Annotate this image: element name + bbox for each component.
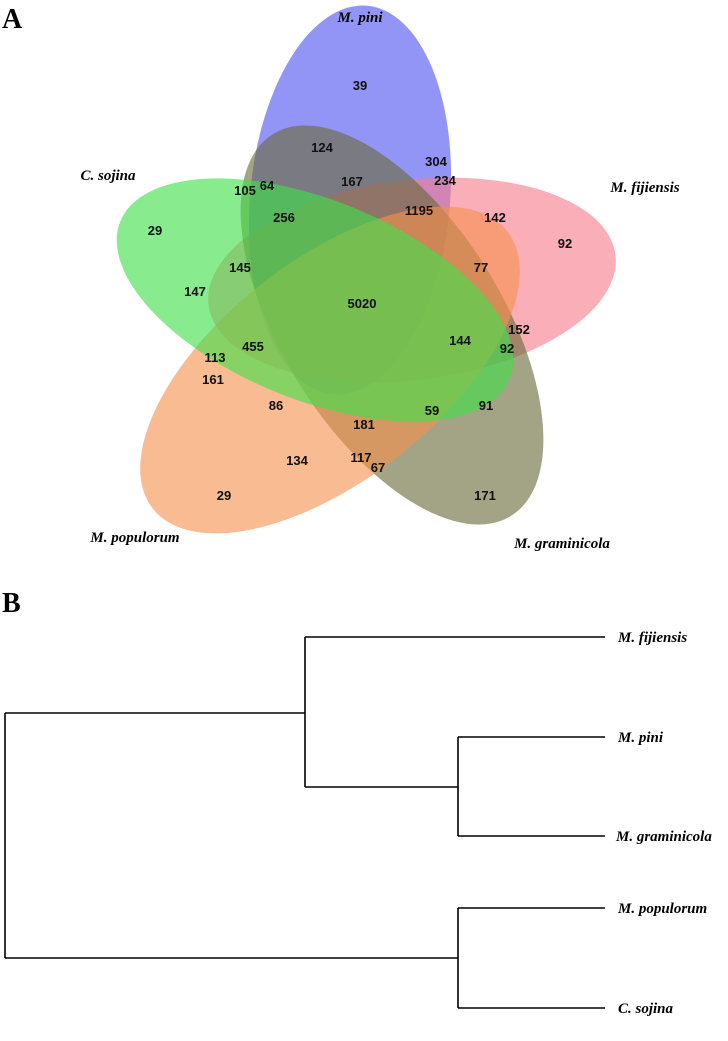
panel-a-label: A — [2, 4, 23, 35]
panel-b-label: B — [2, 588, 21, 619]
count-256: 256 — [273, 210, 295, 225]
ellipse-sojina — [116, 178, 514, 422]
count-134: 134 — [286, 453, 308, 468]
venn-label-populorum: M. populorum — [89, 530, 179, 546]
count-86: 86 — [269, 398, 283, 413]
leaf-fijiensis: M. fijiensis — [617, 630, 687, 646]
count-117: 117 — [351, 450, 372, 465]
count-pini-only: 39 — [353, 78, 367, 93]
count-graminicola-only: 171 — [474, 488, 496, 503]
count-455: 455 — [242, 339, 264, 354]
count-145: 145 — [229, 260, 251, 275]
count-59: 59 — [425, 403, 439, 418]
count-142: 142 — [484, 210, 506, 225]
venn-ellipses — [116, 5, 616, 534]
leaf-pini: M. pini — [617, 730, 664, 746]
count-167: 167 — [341, 174, 363, 189]
count-91: 91 — [479, 398, 493, 413]
count-64: 64 — [260, 178, 275, 193]
count-304: 304 — [425, 154, 447, 169]
phylogenetic-tree: M. fijiensis M. pini M. graminicola M. p… — [4, 630, 712, 1017]
count-92: 92 — [500, 341, 514, 356]
venn-label-graminicola: M. graminicola — [513, 536, 610, 552]
count-152: 152 — [508, 322, 530, 337]
count-67: 67 — [371, 460, 385, 475]
count-113: 113 — [205, 350, 226, 365]
venn-diagram: M. pini M. fijiensis M. graminicola M. p… — [80, 5, 680, 552]
count-populorum-only: 29 — [217, 488, 231, 503]
venn-label-sojina: C. sojina — [80, 168, 136, 184]
venn-counts: 39 92 171 29 29 5020 124 304 234 167 105… — [148, 78, 572, 503]
count-147: 147 — [184, 284, 206, 299]
leaf-graminicola: M. graminicola — [615, 829, 712, 845]
leaf-populorum: M. populorum — [617, 901, 707, 917]
count-181: 181 — [353, 417, 375, 432]
venn-label-pini: M. pini — [336, 10, 383, 26]
count-124: 124 — [311, 140, 333, 155]
venn-label-fijiensis: M. fijiensis — [609, 180, 679, 196]
count-core: 5020 — [348, 296, 377, 311]
count-fijiensis-only: 92 — [558, 236, 572, 251]
count-234: 234 — [434, 173, 456, 188]
count-144: 144 — [449, 333, 471, 348]
count-77: 77 — [474, 260, 488, 275]
leaf-sojina: C. sojina — [618, 1001, 674, 1017]
count-161: 161 — [202, 372, 224, 387]
count-105: 105 — [234, 183, 256, 198]
count-sojina-only: 29 — [148, 223, 162, 238]
count-1195: 1195 — [405, 203, 433, 218]
